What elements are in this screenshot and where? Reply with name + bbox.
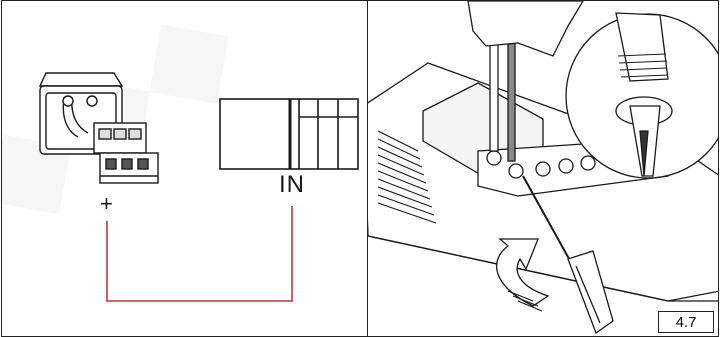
- input-label: IN: [279, 171, 305, 199]
- screwdriver-panel: 4.7: [367, 0, 719, 337]
- input-module-illustration: [220, 99, 358, 169]
- hand: [468, 1, 583, 56]
- connection-wire: [107, 206, 292, 301]
- wiring-panel: ◆◆◆: [1, 0, 368, 337]
- wiring-diagram: [2, 1, 368, 337]
- terminal-screw-illustration: [368, 1, 719, 337]
- positive-terminal-label: +: [100, 191, 113, 217]
- device-illustration: [40, 73, 158, 183]
- step-number-badge: 4.7: [658, 311, 714, 333]
